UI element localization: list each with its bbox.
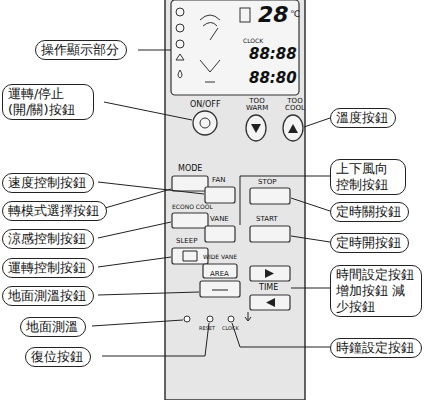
- callout-text: 運轉控制按鈕: [8, 260, 88, 276]
- button-label: SLEEP: [176, 238, 197, 245]
- button-label: TOO COOL: [284, 98, 306, 112]
- button-label: VANE: [210, 216, 229, 223]
- button-label: TOO WARM: [246, 98, 268, 112]
- callout-box: 轉模式選擇按鈕: [2, 201, 107, 221]
- button-label: START: [256, 216, 278, 223]
- button-label: MODE: [178, 165, 202, 173]
- button-label: FAN: [212, 177, 225, 184]
- callout-box: 溫度按鈕: [330, 108, 396, 128]
- display-readout: CLOCK: [243, 38, 263, 44]
- callout-text: 時鐘設定按鈕: [336, 340, 416, 356]
- callout-box: 運轉/停止 (開/關)按鈕: [2, 84, 94, 120]
- button-label: STOP: [258, 179, 276, 186]
- callout-text: 上下風向 控制按鈕: [336, 161, 400, 193]
- callout-text: 定時開按鈕: [336, 235, 403, 251]
- callout-box: 時間設定按鈕 增加按鈕 減少按鈕: [330, 265, 422, 317]
- callout-box: 定時開按鈕: [330, 233, 409, 253]
- callout-box: 速度控制按鈕: [2, 173, 94, 193]
- button-label: AREA: [210, 271, 229, 278]
- display-readout: 88:88: [249, 47, 297, 62]
- callout-box: 復位按鈕: [25, 347, 91, 367]
- callout-text: 速度控制按鈕: [8, 175, 88, 191]
- display-readout: 28: [258, 4, 289, 26]
- callout-box: 地面測溫: [20, 317, 86, 337]
- button-label: WIDE VANE: [203, 254, 237, 260]
- button-label: CLOCK: [222, 326, 239, 331]
- callout-text: 轉模式選擇按鈕: [8, 203, 101, 219]
- button-label: RESET: [199, 326, 215, 331]
- callout-box: 時鐘設定按鈕: [330, 338, 422, 358]
- callout-text: 定時關按鈕: [336, 204, 403, 220]
- callout-box: 涼感控制按鈕: [2, 229, 94, 249]
- callout-box: 定時關按鈕: [330, 202, 409, 222]
- callout-text: 操作顯示部分: [41, 42, 121, 58]
- callout-text: 復位按鈕: [31, 349, 85, 365]
- display-readout: ℃: [290, 10, 300, 19]
- callout-text: 運轉/停止 (開/關)按鈕: [8, 86, 88, 118]
- callout-text: 地面測溫按鈕: [8, 288, 88, 304]
- callout-box: 操作顯示部分: [35, 40, 127, 60]
- display-readout: 88:80: [249, 71, 297, 86]
- callout-box: 上下風向 控制按鈕: [330, 159, 406, 195]
- callout-text: 涼感控制按鈕: [8, 231, 88, 247]
- button-label: ON/OFF: [190, 101, 220, 109]
- callout-text: 地面測溫: [26, 319, 80, 335]
- button-label: ECONO COOL: [172, 204, 213, 210]
- callout-text: 溫度按鈕: [336, 110, 390, 126]
- callout-box: 地面測溫按鈕: [2, 286, 94, 306]
- callout-text: 時間設定按鈕 增加按鈕 減少按鈕: [336, 267, 416, 315]
- button-label: TIME: [259, 284, 278, 292]
- callout-box: 運轉控制按鈕: [2, 258, 94, 278]
